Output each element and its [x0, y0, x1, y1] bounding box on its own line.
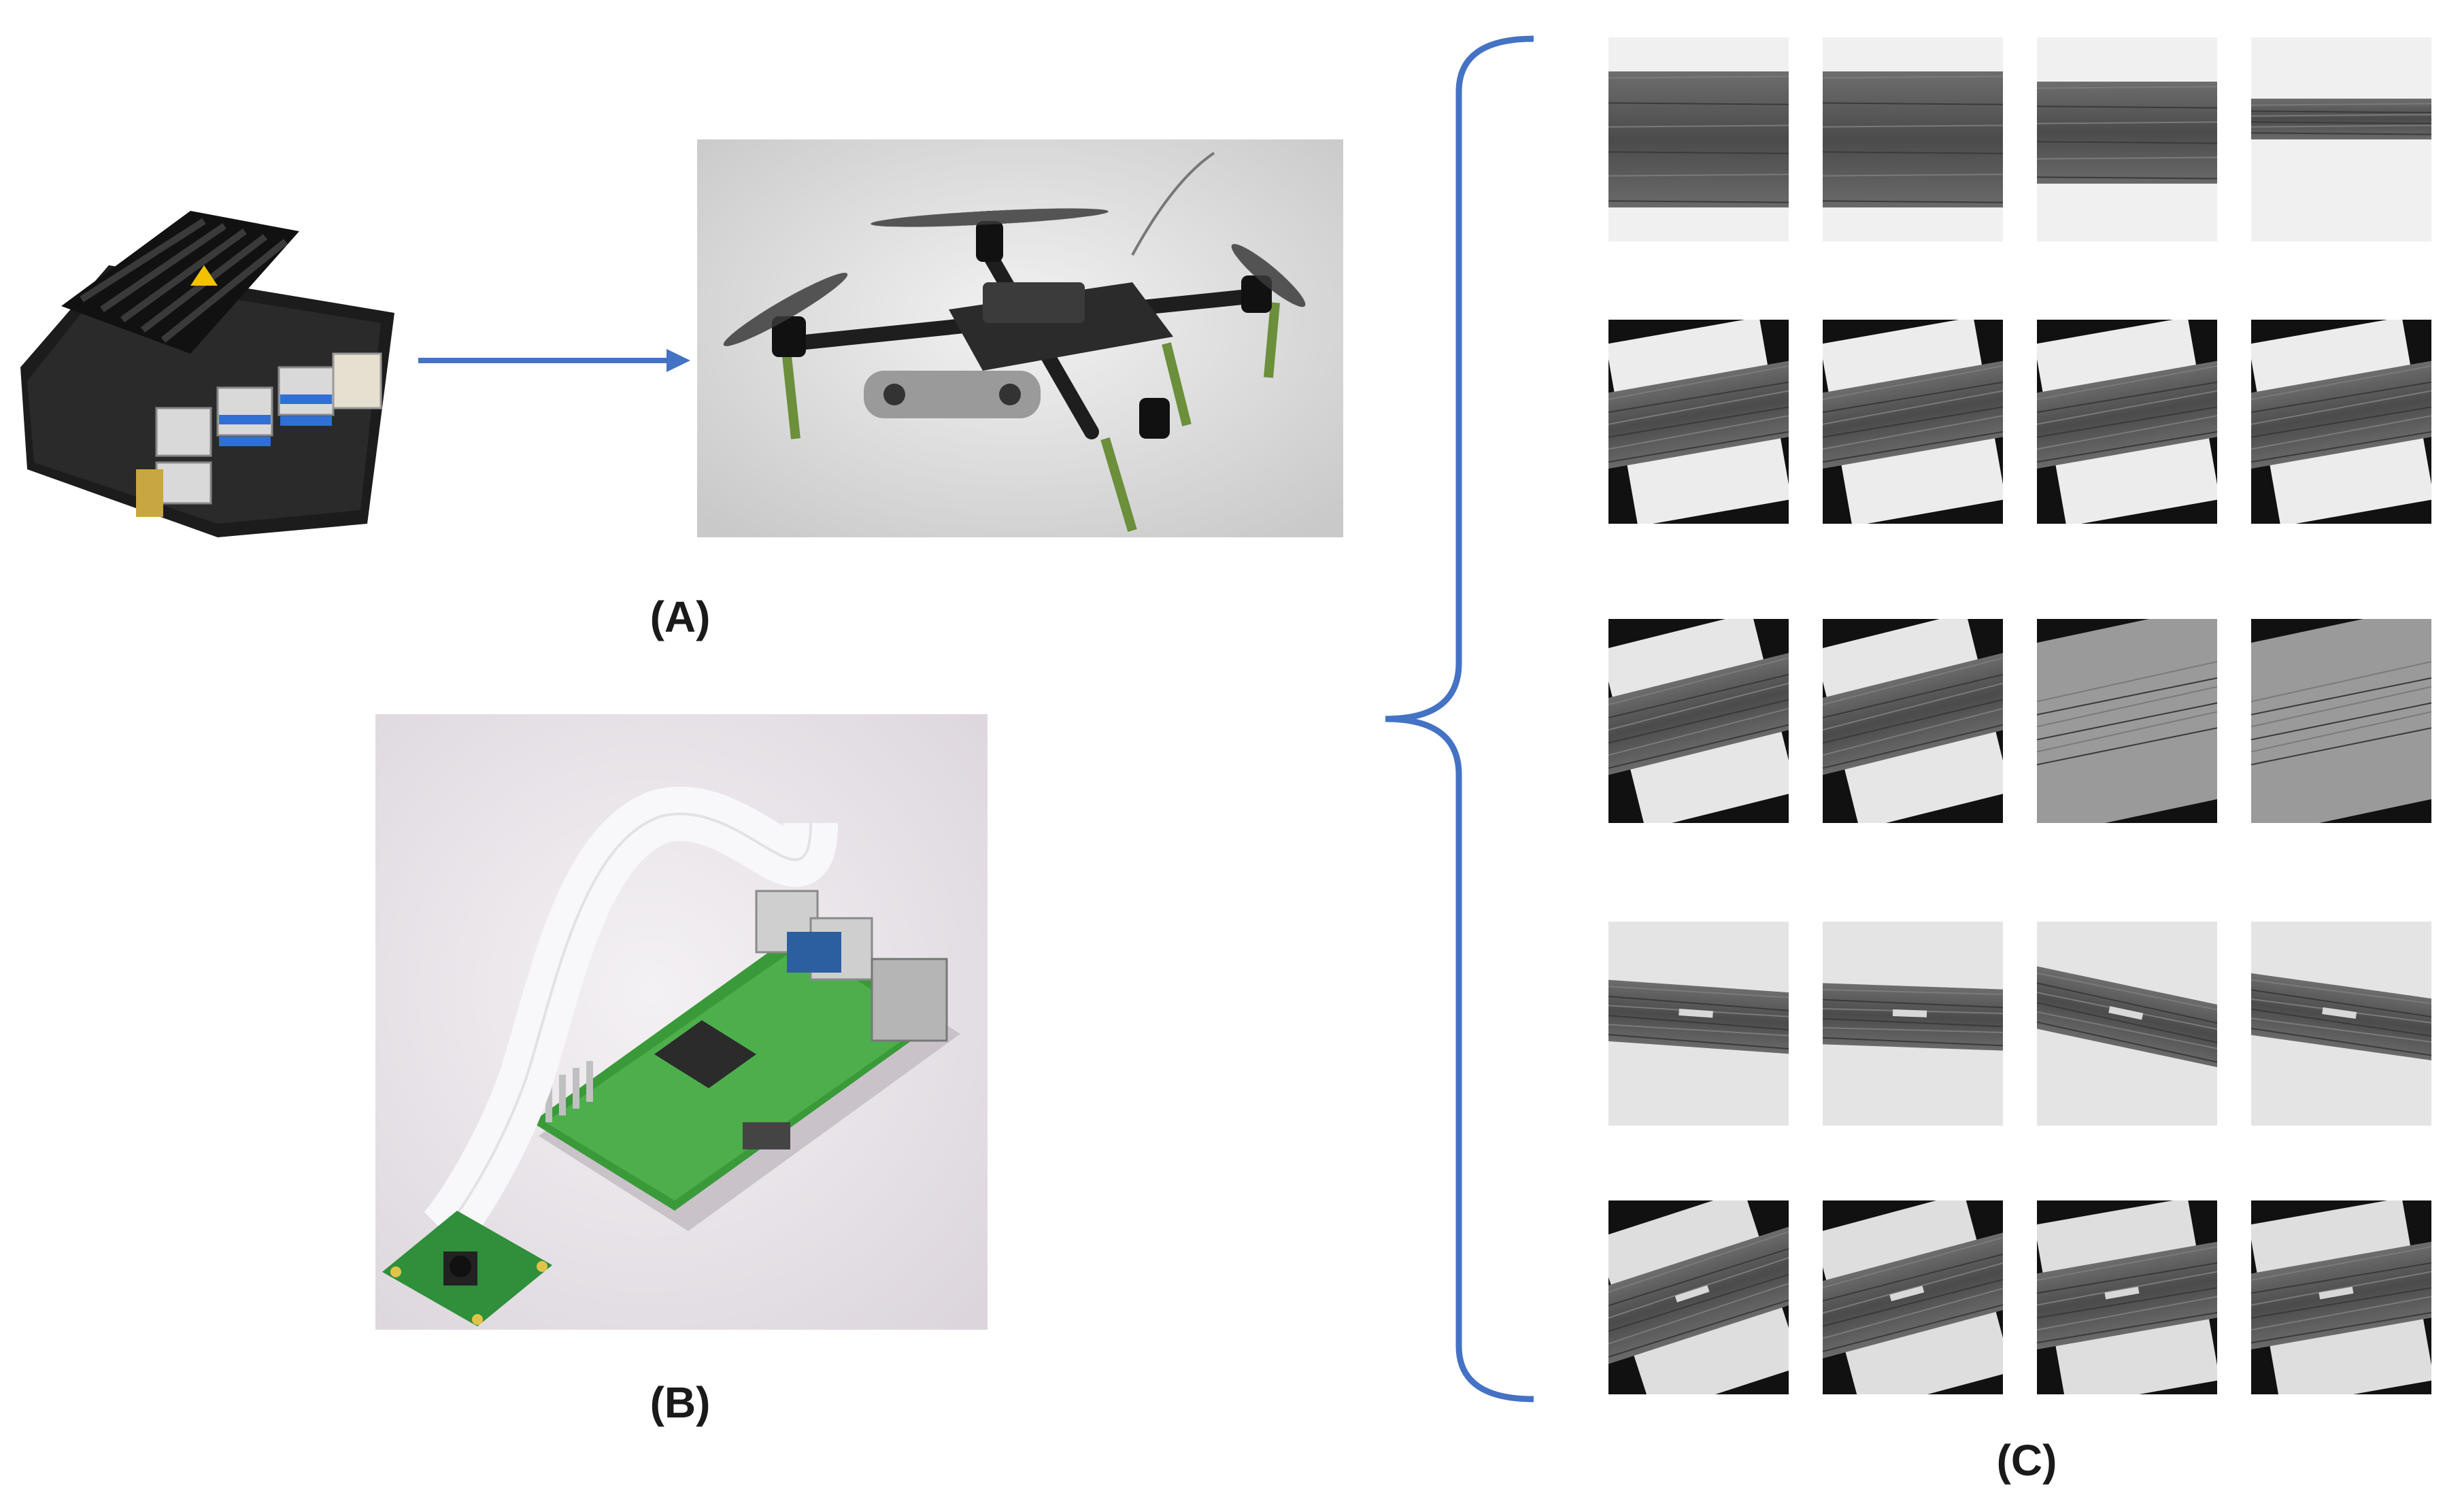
- raspberry-pi-camera-image: [375, 714, 988, 1330]
- microscopy-tile: [1823, 922, 2003, 1126]
- microscopy-tile: [2251, 922, 2431, 1126]
- microscopy-tile: [1823, 37, 2003, 241]
- microscopy-tile: [2037, 37, 2217, 241]
- microscopy-tile: [2037, 320, 2217, 524]
- curly-brace: [1385, 35, 1534, 1402]
- microscopy-tile: [1823, 320, 2003, 524]
- microscopy-tile: [1608, 37, 1789, 241]
- augmentation-grid: [1608, 37, 2435, 1405]
- flow-arrow: [418, 349, 690, 372]
- label-c: (C): [1996, 1436, 2057, 1485]
- label-b: (B): [650, 1378, 711, 1427]
- microscopy-tile: [1823, 619, 2003, 823]
- microscopy-tile: [2251, 1200, 2431, 1405]
- microscopy-tile: [2251, 619, 2431, 823]
- microscopy-tile: [1608, 1200, 1789, 1405]
- label-a: (A): [650, 592, 711, 641]
- microscopy-tile: [2037, 922, 2217, 1126]
- jetson-nano-board-image: [14, 184, 401, 537]
- microscopy-tile: [2251, 320, 2431, 524]
- microscopy-tile: [2037, 619, 2217, 823]
- drone-image: [697, 139, 1343, 537]
- microscopy-tile: [2251, 37, 2431, 241]
- microscopy-tile: [1823, 1200, 2003, 1405]
- microscopy-tile: [1608, 619, 1789, 823]
- microscopy-tile: [1608, 922, 1789, 1126]
- microscopy-tile: [1608, 320, 1789, 524]
- microscopy-tile: [2037, 1200, 2217, 1405]
